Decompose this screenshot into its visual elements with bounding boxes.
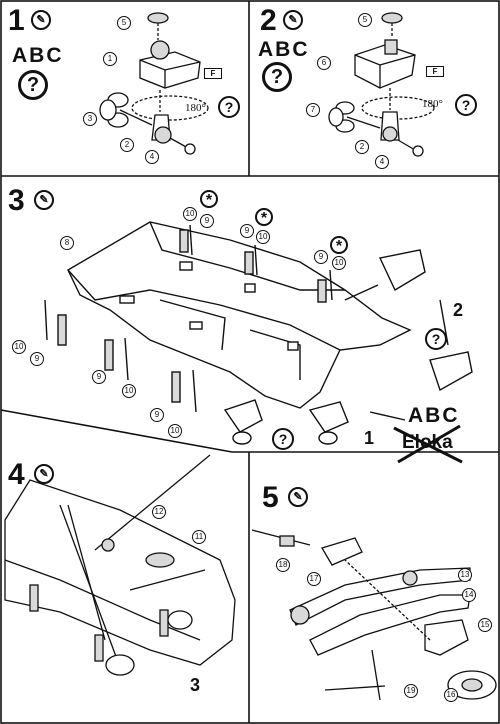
callout: 16	[444, 688, 458, 702]
asterisk-icon: *	[200, 190, 218, 209]
step2-parts	[328, 12, 435, 157]
callout: 5	[117, 16, 131, 30]
callout: 4	[375, 155, 389, 169]
step-3-label-1: 1	[364, 428, 375, 448]
callout-10: 10	[256, 230, 270, 244]
step-2-number: 2	[260, 4, 277, 37]
step-3-label-2: 2	[453, 300, 464, 320]
step-2-abc: ABC	[258, 38, 310, 61]
step1-parts	[99, 12, 209, 155]
step-3-question-icon: ?	[425, 328, 447, 350]
step-2-flag: F	[426, 66, 444, 77]
step-1-angle: 180°	[185, 102, 206, 114]
callout: 17	[307, 572, 321, 586]
step-1-number: 1	[8, 4, 25, 37]
callout-10: 10	[168, 424, 182, 438]
glue-icon: ✎	[31, 10, 51, 30]
glue-icon: ✎	[283, 10, 303, 30]
callout-9: 9	[150, 408, 164, 422]
callout-10: 10	[12, 340, 26, 354]
callout: 4	[145, 150, 159, 164]
callout: 14	[462, 588, 476, 602]
glue-icon: ✎	[288, 487, 308, 507]
callout: 11	[192, 530, 206, 544]
step3-hull	[44, 221, 473, 445]
callout: 19	[404, 684, 418, 698]
asterisk-icon: *	[330, 236, 348, 255]
callout: 18	[276, 558, 290, 572]
callout: 1	[103, 52, 117, 66]
callout: 2	[355, 140, 369, 154]
callout-10: 10	[183, 207, 197, 221]
step4-parts	[4, 454, 236, 676]
step-5-number: 5	[262, 481, 279, 514]
step-1-question-icon: ?	[18, 70, 48, 100]
eloka-strike	[393, 424, 463, 464]
callout: 2	[120, 138, 134, 152]
step-2-question-icon: ?	[262, 62, 292, 92]
step-1-abc: ABC	[12, 44, 64, 67]
callout-9: 9	[240, 224, 254, 238]
step-3-question-icon: ?	[272, 428, 294, 450]
asterisk-icon: *	[255, 208, 273, 227]
glue-icon: ✎	[34, 464, 54, 484]
step-1-rotate-question-icon: ?	[218, 96, 240, 118]
step-1-flag: F	[204, 68, 222, 79]
callout: 15	[478, 618, 492, 632]
step-4-number: 4	[8, 458, 25, 491]
callout-10: 10	[332, 256, 346, 270]
callout-9: 9	[314, 250, 328, 264]
step-3-eloka: Eloka	[402, 432, 453, 453]
callout-8: 8	[60, 236, 74, 250]
step-4-label-3: 3	[190, 675, 201, 695]
step-3-number: 3	[8, 184, 25, 217]
callout-9: 9	[92, 370, 106, 384]
callout: 6	[317, 56, 331, 70]
glue-icon: ✎	[34, 190, 54, 210]
callout: 5	[358, 13, 372, 27]
step-2-rotate-question-icon: ?	[455, 94, 477, 116]
step-3-abc: ABC	[408, 404, 460, 427]
callout: 12	[152, 505, 166, 519]
callout-10: 10	[122, 384, 136, 398]
callout-9: 9	[200, 214, 214, 228]
callout-9: 9	[30, 352, 44, 366]
step5-parts	[251, 529, 497, 701]
step-2-angle: 180°	[422, 98, 443, 110]
callout: 7	[306, 103, 320, 117]
callout: 13	[458, 568, 472, 582]
callout: 3	[83, 112, 97, 126]
